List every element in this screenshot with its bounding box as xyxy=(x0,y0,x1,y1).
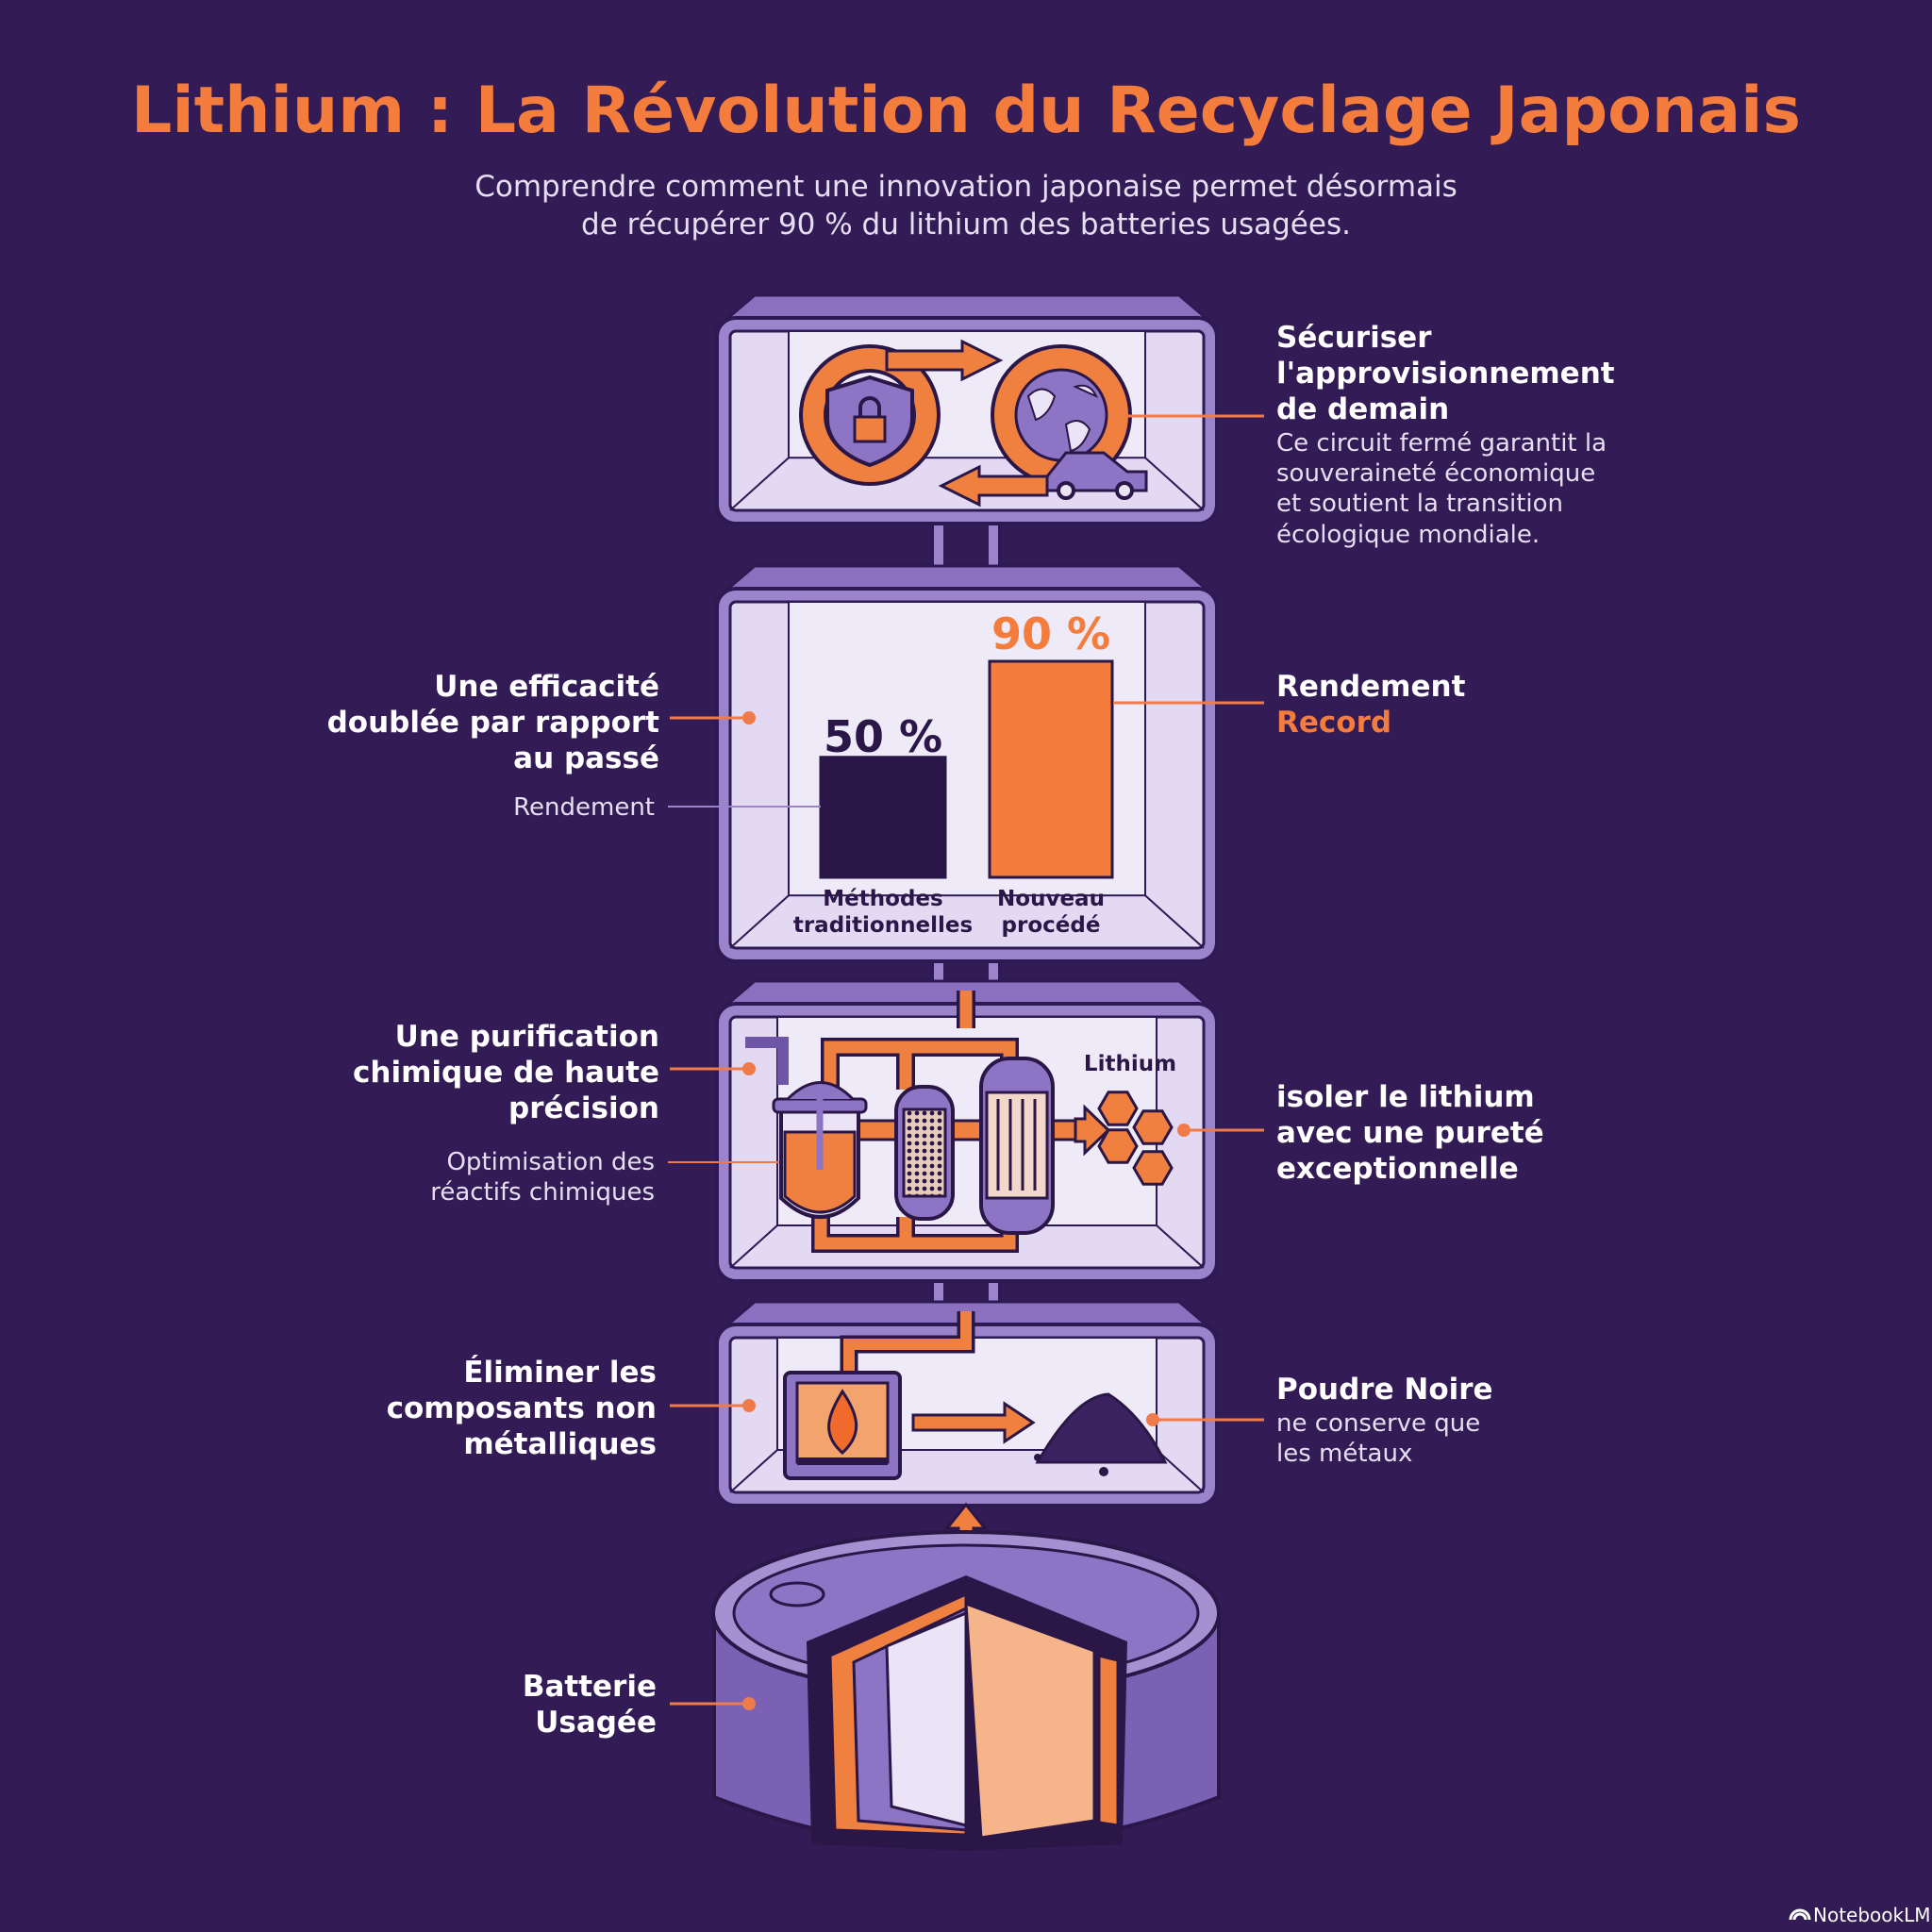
purification-left-heading-3: précision xyxy=(508,1091,659,1125)
subtitle-line-2: de récupérer 90 % du lithium des batteri… xyxy=(581,208,1351,242)
purification-note-1: Optimisation des xyxy=(446,1148,655,1176)
black-powder-icon xyxy=(1034,1392,1168,1476)
lithium-hexagon xyxy=(1097,1128,1139,1164)
pyrolysis-right-body-1: ne conserve que xyxy=(1276,1409,1480,1438)
pyrolysis-left-heading-2: composants non xyxy=(387,1391,657,1425)
purification-right-callout: isoler le lithium avec une pureté except… xyxy=(1177,1080,1544,1186)
page-title: Lithium : La Révolution du Recyclage Jap… xyxy=(131,74,1801,148)
notebooklm-brand: NotebookLM xyxy=(1789,1904,1931,1926)
bar-traditional xyxy=(819,756,947,879)
yield-right-heading: Rendement xyxy=(1276,670,1466,704)
filter-column-icon xyxy=(894,1085,955,1221)
supply-body-1: Ce circuit fermé garantit la xyxy=(1276,429,1607,458)
box-perspective-lines xyxy=(729,894,1205,949)
yield-left-heading-3: au passé xyxy=(513,741,659,775)
bar-label-new: 90 % xyxy=(991,608,1110,659)
category-new-2: procédé xyxy=(1002,913,1101,938)
yield-right-highlight: Record xyxy=(1276,706,1391,740)
pyrolysis-left-callout: Éliminer les composants non métalliques xyxy=(387,1356,756,1461)
lithium-hexagon xyxy=(1132,1109,1174,1145)
reactor-vessel-icon xyxy=(772,1081,868,1219)
battery-cutaway-icon xyxy=(711,1530,1221,1851)
battery-heading-2: Usagée xyxy=(535,1706,657,1740)
pyrolysis-right-heading: Poudre Noire xyxy=(1276,1373,1493,1407)
category-new-1: Nouveau xyxy=(997,887,1105,911)
box-perspective-lines xyxy=(729,457,1205,511)
purification-left-callout: Une purification chimique de haute préci… xyxy=(353,1020,779,1207)
battery-heading-1: Batterie xyxy=(523,1670,657,1704)
lithium-hexagon xyxy=(1132,1150,1174,1186)
supply-body-4: écologique mondiale. xyxy=(1276,521,1540,549)
car-icon xyxy=(1045,451,1148,500)
shield-lock-icon xyxy=(825,375,914,468)
bar-new-process xyxy=(988,659,1114,879)
purification-apparatus: Lithium xyxy=(745,991,1176,1253)
supply-heading-2: l'approvisionnement xyxy=(1276,357,1615,391)
purification-right-heading-1: isoler le lithium xyxy=(1276,1080,1535,1114)
furnace-icon xyxy=(783,1311,975,1480)
pyrolysis-right-body-2: les métaux xyxy=(1276,1440,1412,1468)
globe-icon xyxy=(1014,368,1108,462)
supply-heading-3: de demain xyxy=(1276,392,1449,426)
supply-callout: Sécuriser l'approvisionnement de demain … xyxy=(1127,321,1615,549)
battery-left-callout: Batterie Usagée xyxy=(523,1670,756,1740)
yield-bar-chart: 50 % 90 % Méthodes traditionnelles Nouve… xyxy=(793,608,1114,938)
box-perspective-lines xyxy=(729,1449,1205,1493)
lithium-product-label: Lithium xyxy=(1084,1052,1176,1076)
arrow-right-icon xyxy=(911,1401,1036,1444)
purification-right-heading-3: exceptionnelle xyxy=(1276,1152,1519,1186)
category-traditional-2: traditionnelles xyxy=(793,913,973,938)
pyrolysis-left-heading-1: Éliminer les xyxy=(463,1356,657,1390)
yield-left-heading-1: Une efficacité xyxy=(434,670,659,704)
purification-left-heading-2: chimique de haute xyxy=(353,1056,659,1090)
exchange-column-icon xyxy=(979,1057,1055,1235)
pyrolysis-right-callout: Poudre Noire ne conserve que les métaux xyxy=(1146,1373,1493,1468)
yield-left-callout: Une efficacité doublée par rapport au pa… xyxy=(327,670,821,822)
purification-right-heading-2: avec une pureté xyxy=(1276,1116,1544,1150)
bar-label-traditional: 50 % xyxy=(824,711,942,762)
supply-body-3: et soutient la transition xyxy=(1276,490,1563,518)
pyrolysis-left-heading-3: métalliques xyxy=(463,1427,657,1461)
supply-heading-1: Sécuriser xyxy=(1276,321,1432,355)
subtitle-line-1: Comprendre comment une innovation japona… xyxy=(475,170,1457,204)
yield-right-callout: Rendement Record xyxy=(1113,670,1466,740)
yield-left-note: Rendement xyxy=(513,793,655,822)
notebooklm-logo-icon xyxy=(1789,1908,1811,1921)
supply-body-2: souveraineté économique xyxy=(1276,459,1595,488)
purification-note-2: réactifs chimiques xyxy=(430,1178,655,1207)
purification-left-heading-1: Une purification xyxy=(395,1020,659,1054)
stage-box xyxy=(712,564,1222,963)
lithium-crystals-icon xyxy=(1097,1091,1174,1186)
category-traditional-1: Méthodes xyxy=(823,887,942,911)
yield-left-heading-2: doublée par rapport xyxy=(327,706,660,740)
brand-label: NotebookLM xyxy=(1813,1904,1931,1926)
box-perspective-lines xyxy=(729,1224,1205,1269)
lithium-hexagon xyxy=(1097,1091,1139,1126)
